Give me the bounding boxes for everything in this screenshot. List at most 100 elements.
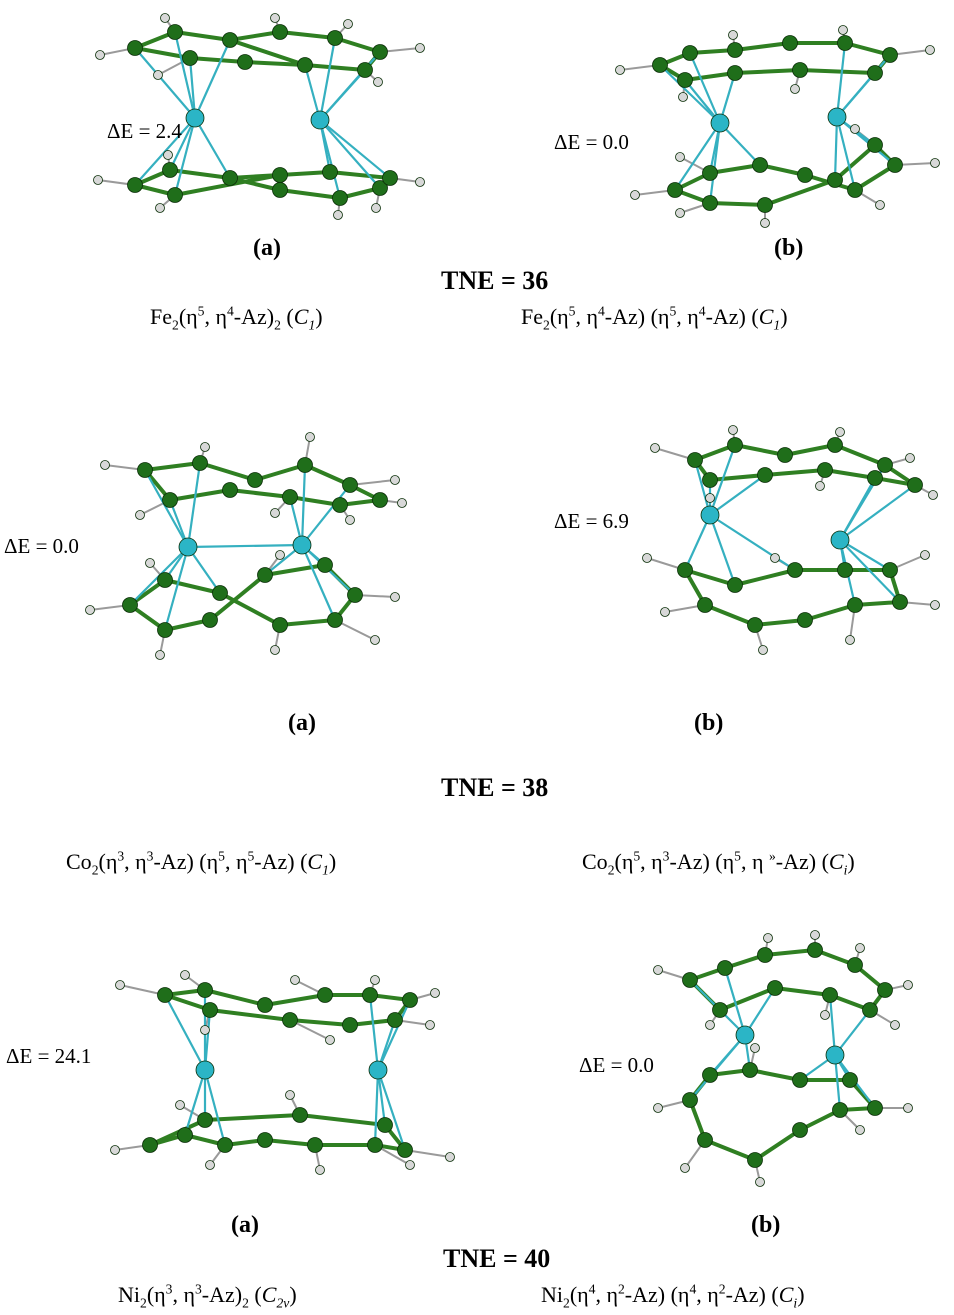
label-fe-b: (b) [774,235,804,261]
carbon-atom [822,987,838,1003]
carbon-atom [667,182,683,198]
carbon-atom [767,980,783,996]
carbon-atom [282,1012,298,1028]
metal-atom [178,537,198,557]
hydrogen-atom [373,77,383,87]
carbon-atom [397,1142,413,1158]
hydrogen-atom [838,25,848,35]
carbon-atom [282,489,298,505]
hydrogen-atom [415,43,425,53]
metal-atom [830,530,850,550]
hydrogen-atom [758,645,768,655]
metal-atom [185,108,205,128]
carbon-atom [377,1117,393,1133]
carbon-atom [327,612,343,628]
hydrogen-atom [110,1145,120,1155]
carbon-atom [322,164,338,180]
carbon-atom [677,72,693,88]
carbon-atom [682,1092,698,1108]
carbon-atom [372,44,388,60]
label-co-a: (a) [288,710,316,736]
hydrogen-atom [920,550,930,560]
hydrogen-atom [855,1125,865,1135]
metal-atom [735,1025,755,1045]
carbon-atom [687,452,703,468]
hydrogen-atom [650,443,660,453]
carbon-atom [757,197,773,213]
carbon-atom [317,557,333,573]
hydrogen-atom [445,1152,455,1162]
carbon-atom [727,577,743,593]
hydrogen-atom [315,1165,325,1175]
hydrogen-atom [95,50,105,60]
carbon-atom [847,957,863,973]
carbon-atom [142,1137,158,1153]
hydrogen-atom [925,45,935,55]
carbon-atom [677,562,693,578]
hydrogen-atom [653,965,663,975]
label-fe-a: (a) [253,235,281,261]
hydrogen-atom [678,92,688,102]
hydrogen-atom [845,635,855,645]
hydrogen-atom [115,980,125,990]
carbon-atom [867,65,883,81]
metal-atom [368,1060,388,1080]
carbon-atom [297,57,313,73]
hydrogen-atom [371,203,381,213]
carbon-atom [347,587,363,603]
hydrogen-atom [850,124,860,134]
hydrogen-atom [305,432,315,442]
hydrogen-atom [728,30,738,40]
carbon-atom [792,1122,808,1138]
carbon-atom [342,1017,358,1033]
hydrogen-atom [903,1103,913,1113]
carbon-atom [402,992,418,1008]
metal-atom [827,107,847,127]
molecule-co-a [85,432,407,660]
tne-40: TNE = 40 [443,1244,551,1273]
formula-co-a: Co2(η3, η3-Az) (η5, η5-Az) (C1) [66,848,337,878]
carbon-atom [257,997,273,1013]
hydrogen-atom [815,481,825,491]
hydrogen-atom [653,1103,663,1113]
hydrogen-atom [675,208,685,218]
molecule-co-b [642,425,940,655]
carbon-atom [372,492,388,508]
carbon-atom [792,1072,808,1088]
metal-atom [195,1060,215,1080]
hydrogen-atom [397,498,407,508]
carbon-atom [177,1127,193,1143]
carbon-atom [682,45,698,61]
carbon-atom [702,472,718,488]
carbon-atom [192,455,208,471]
carbon-atom [202,612,218,628]
carbon-atom [222,482,238,498]
carbon-atom [272,167,288,183]
carbon-atom [702,1067,718,1083]
formula-ni-b: Ni2(η4, η2-Az) (η4, η2-Az) (Ci) [541,1281,805,1311]
carbon-atom [357,62,373,78]
hydrogen-atom [135,510,145,520]
hydrogen-atom [680,1163,690,1173]
hydrogen-atom [820,1010,830,1020]
carbon-atom [867,1100,883,1116]
carbon-atom [182,50,198,66]
carbon-atom [167,24,183,40]
carbon-atom [237,54,253,70]
carbon-atom [157,987,173,1003]
carbon-atom [787,562,803,578]
carbon-atom [837,35,853,51]
carbon-atom [257,567,273,583]
carbon-atom [882,562,898,578]
carbon-atom [272,182,288,198]
carbon-atom [127,177,143,193]
hydrogen-atom [100,460,110,470]
hydrogen-atom [615,65,625,75]
hydrogen-atom [153,70,163,80]
tne-36: TNE = 36 [441,266,549,295]
hydrogen-atom [903,980,913,990]
hydrogen-atom [763,933,773,943]
carbon-atom [272,24,288,40]
carbon-atom [727,65,743,81]
hydrogen-atom [163,150,173,160]
